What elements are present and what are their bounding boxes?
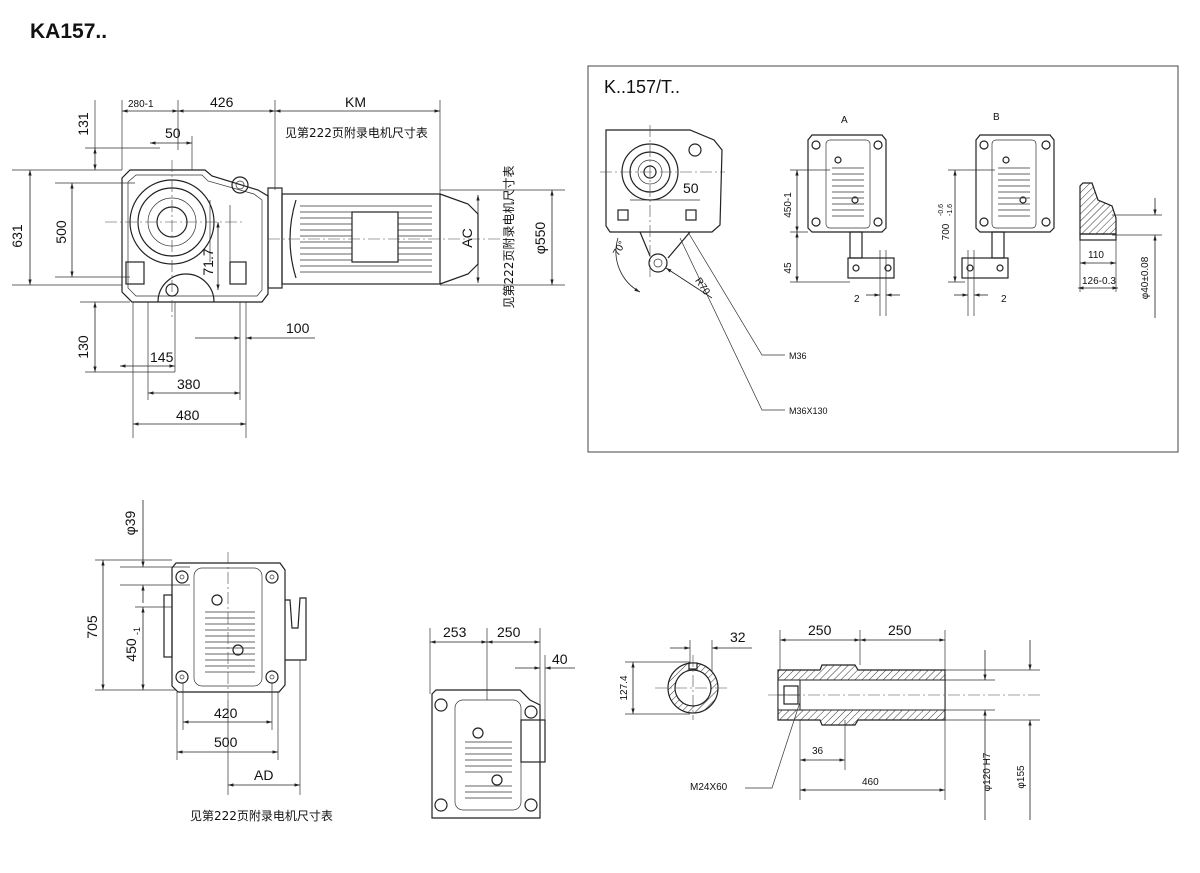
dim-126: 126-0.3 <box>1082 276 1116 287</box>
dim-253: 253 <box>443 624 467 640</box>
dim-40: 40 <box>552 651 568 667</box>
dim-450-1: 450-1 <box>783 192 794 218</box>
dim-131: 131 <box>75 112 91 136</box>
dim-250-right: 250 <box>888 622 912 638</box>
bolt-length-label: M36X130 <box>789 406 828 416</box>
view-a-label: A <box>841 115 848 126</box>
dim-631: 631 <box>9 224 25 248</box>
drawing-title: KA157.. <box>30 20 107 43</box>
dim-420: 420 <box>214 705 238 721</box>
dim-ad: AD <box>254 767 273 783</box>
dim-145: 145 <box>150 349 174 365</box>
angle-label: 70° <box>611 239 628 258</box>
thread-label: M24X60 <box>690 782 728 793</box>
output-end-view: 253 250 40 <box>429 624 575 819</box>
dim-500-bottom: 500 <box>214 734 238 750</box>
dim-km: KM <box>345 94 366 110</box>
dim-705: 705 <box>84 615 100 639</box>
dim-450-tolerance: -1 <box>132 627 142 635</box>
torque-arm-title: K..157/T.. <box>604 77 680 97</box>
dim-450: 450 <box>123 638 139 662</box>
torque-arm-view-b: B 700 -0.6 -1.6 <box>938 112 1055 316</box>
dim-250-left: 250 <box>808 622 832 638</box>
shaft-cross-section: 32 127.4 <box>619 629 752 720</box>
dim-700-tol-upper: -0.6 <box>938 204 945 216</box>
dim-130: 130 <box>75 335 91 359</box>
dim-500: 500 <box>53 220 69 244</box>
dim-127-4: 127.4 <box>619 675 630 700</box>
main-view-dimension-lines <box>12 100 565 438</box>
dim-700-tol-lower: -1.6 <box>947 204 954 216</box>
dim-36: 36 <box>812 746 824 757</box>
dim-ac: AC <box>459 228 475 247</box>
dim-110: 110 <box>1088 250 1104 261</box>
motor-table-note: 见第222页附录电机尺寸表 <box>285 126 428 140</box>
dim-phi120-h7: φ120 H7 <box>982 752 993 791</box>
main-view-centerlines <box>105 160 500 320</box>
motor <box>267 187 479 289</box>
dim-2-b: 2 <box>1001 294 1007 305</box>
dim-460: 460 <box>862 777 879 788</box>
dim-250-end-view: 250 <box>497 624 521 640</box>
dim-32: 32 <box>730 629 746 645</box>
dim-phi39: φ39 <box>122 510 138 535</box>
gearbox-housing <box>121 169 269 303</box>
dim-700: 700 <box>941 223 952 240</box>
main-view-labels: 280-1 426 KM 见第222页附录电机尺寸表 131 50 631 50… <box>9 94 548 423</box>
dim-phi550: φ550 <box>532 222 548 255</box>
hollow-shaft-section: 250 250 36 460 M24X60 φ120 H7 φ155 <box>690 622 1040 820</box>
motor-table-note-bottom: 见第222页附录电机尺寸表 <box>190 809 333 823</box>
torque-arm-view-a: A 450-1 45 <box>783 115 900 316</box>
dim-100: 100 <box>286 320 310 336</box>
torque-arm-box: K..157/T.. 50 70° R70 M36 M36X130 <box>587 65 1179 453</box>
dim-50: 50 <box>165 125 181 141</box>
flange-end-view: φ39 705 450 -1 420 500 AD 见第222页附录电机尺寸表 <box>84 500 333 823</box>
view-b-label: B <box>993 112 1000 123</box>
dim-426: 426 <box>210 94 234 110</box>
dim-380: 380 <box>177 376 201 392</box>
dim-phi40: φ40±0.08 <box>1140 256 1151 299</box>
dim-480: 480 <box>176 407 200 423</box>
bolt-label: M36 <box>789 351 807 361</box>
bracket-section-detail: 110 126-0.3 φ40±0.08 <box>1078 182 1162 318</box>
side-view-dim-50: 50 <box>683 180 699 196</box>
motor-table-note-vertical: 见第222页附录电机尺寸表 <box>502 166 516 309</box>
dim-280: 280-1 <box>128 99 154 110</box>
dim-phi155: φ155 <box>1016 765 1027 789</box>
dim-2-a: 2 <box>854 294 860 305</box>
dim-45: 45 <box>783 262 794 274</box>
dim-71-7: 71.7 <box>200 248 216 275</box>
